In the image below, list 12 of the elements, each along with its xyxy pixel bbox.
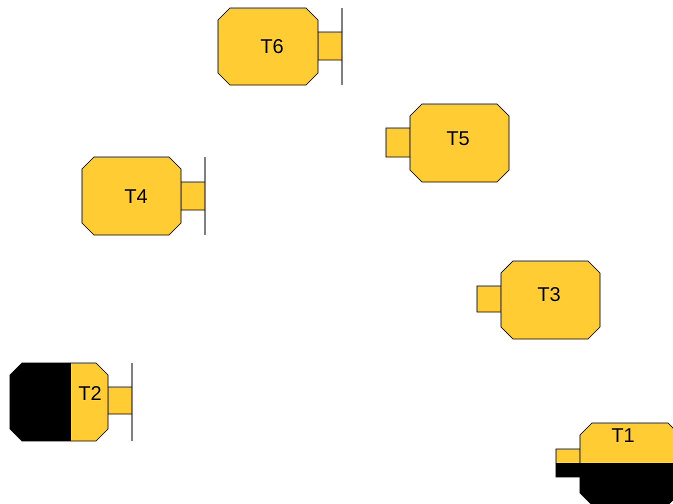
tank-label: T2 xyxy=(78,384,102,404)
tank-symbol xyxy=(477,261,600,339)
tank-symbol xyxy=(556,423,673,504)
tank-label: T4 xyxy=(124,187,148,207)
tank-label: T6 xyxy=(260,37,284,57)
tank-label: T5 xyxy=(446,129,470,149)
tank-symbol xyxy=(10,363,132,441)
tank-symbol xyxy=(386,104,509,182)
tank-label: T3 xyxy=(537,285,561,305)
tank-symbol xyxy=(218,8,342,85)
tank-label: T1 xyxy=(611,426,635,446)
tank-symbol xyxy=(82,157,205,235)
